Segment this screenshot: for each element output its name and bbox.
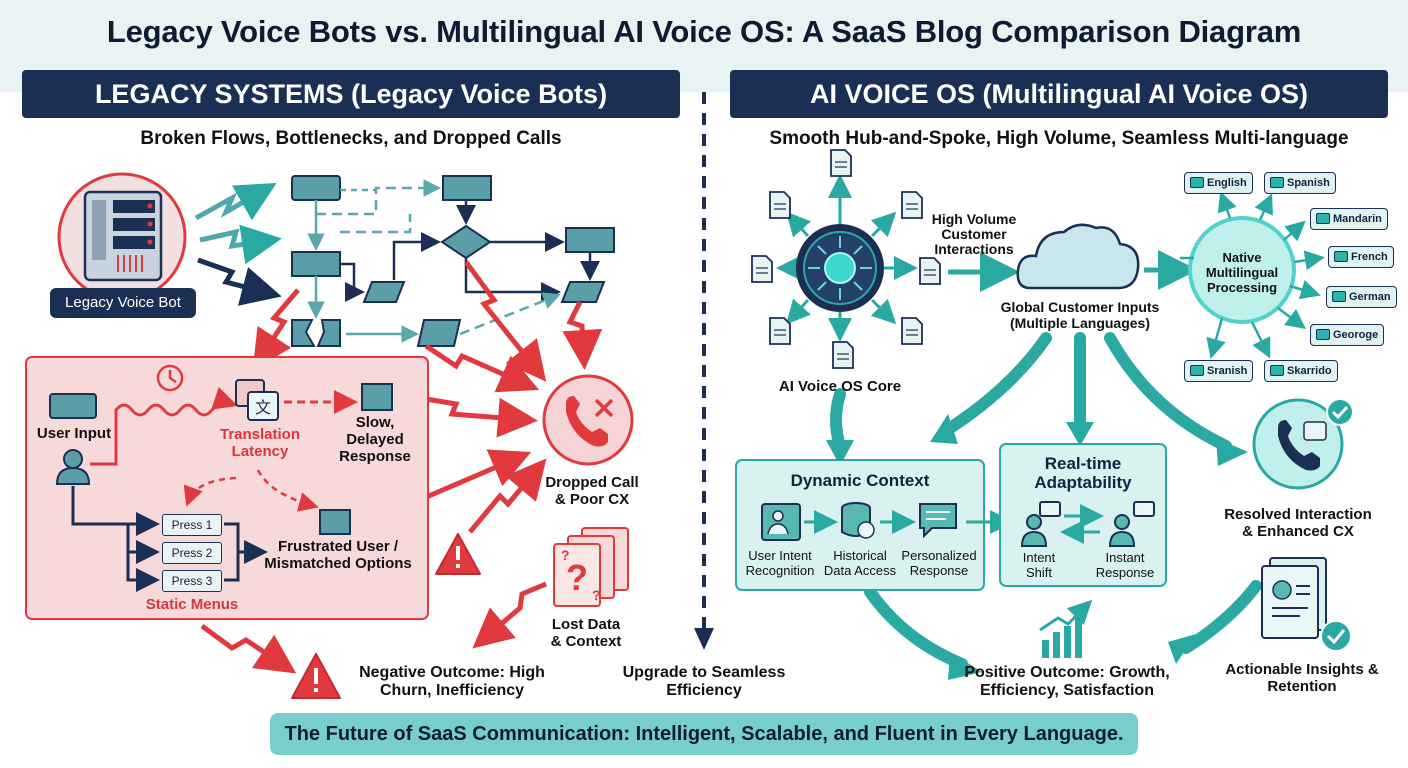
historical-data-label: Historical Data Access [823,548,897,578]
flow-box [291,175,341,201]
resolved-interaction-label: Resolved Interaction & Enhanced CX [1224,506,1372,540]
legacy-bot-badge: Legacy Voice Bot [50,288,196,318]
slow-response-label: Slow, Delayed Response [339,414,411,465]
svg-text:文: 文 [255,398,271,417]
broken-box [316,319,341,347]
press-2-option[interactable]: Press 2 [162,542,222,564]
realtime-title: Real-time Adaptability [1034,454,1132,492]
insights-report-icon [1261,557,1352,652]
lang-georoge: Georoge [1310,324,1385,346]
frustrated-box [319,509,351,535]
translation-latency-label: Translation Latency [219,426,301,460]
high-volume-label: High Volume Customer Interactions [931,211,1017,257]
ai-core-label: AI Voice OS Core [778,378,902,395]
press-1-option[interactable]: Press 1 [162,514,222,536]
exchange-arrows [1060,504,1104,544]
flowchart-connectors [307,179,600,343]
lang-mandarin: Mandarin [1310,208,1388,230]
right-panel-header: AI VOICE OS (Multilingual AI Voice OS) [730,70,1388,118]
svg-text:?: ? [592,587,601,603]
database-icon [841,502,875,539]
teal-arrowheads [826,414,1248,680]
lang-sranish: Sranish [1184,360,1254,382]
menu-branch-lines [71,486,268,592]
lang-german: German [1326,286,1397,308]
lang-french: French [1328,246,1394,268]
document-icon [751,149,941,369]
intent-shift-icon [1020,501,1061,547]
translation-icon: 文 [235,379,279,421]
right-subtitle: Smooth Hub-and-Spoke, High Volume, Seaml… [769,128,1349,149]
language-spokes [1180,191,1325,359]
warning-icon [291,653,341,699]
footer-banner: The Future of SaaS Communication: Intell… [270,713,1138,755]
zigzag-arrow [194,183,282,306]
ai-core-icon [796,224,884,312]
flow-box [291,251,341,277]
latency-wave [90,386,238,466]
lost-data-icon: ? ? ? [553,527,629,607]
flow-parallelogram [560,281,606,303]
lang-spanish: Spanish [1264,172,1336,194]
lang-english: English [1184,172,1253,194]
positive-outcome-label: Positive Outcome: Growth, Efficiency, Sa… [964,664,1170,699]
document-lines [756,161,936,360]
instant-response-icon [1108,501,1155,547]
flow-box [565,227,615,253]
legacy-server-icon [57,172,187,302]
resolved-call-icon [1252,398,1354,490]
press-3-option[interactable]: Press 3 [162,570,222,592]
hub-spokes [776,174,918,342]
dropped-call-label: Dropped Call & Poor CX [545,474,639,508]
instant-response-label: Instant Response [1095,550,1155,580]
dashed-loop-arrow [183,476,237,507]
broken-box [291,319,316,347]
clock-icon [156,364,184,392]
left-subtitle: Broken Flows, Bottlenecks, and Dropped C… [140,128,562,149]
warning-icon [435,533,481,575]
svg-text:?: ? [566,557,588,598]
dropped-call-icon [542,374,634,466]
negative-outcome-label: Negative Outcome: High Churn, Inefficien… [359,664,545,699]
divider-arrowhead [694,628,714,650]
native-processing-label: Native Multilingual Processing [1205,250,1279,295]
cloud-icon [1016,223,1140,290]
lost-data-label: Lost Data & Context [550,616,622,650]
growth-chart-icon [1039,599,1093,658]
global-inputs-label: Global Customer Inputs (Multiple Languag… [1000,299,1160,331]
flowchart-nodes [291,175,615,347]
user-input-box [49,393,97,419]
intent-recognition-icon [761,503,801,541]
flow-diamond [440,224,492,260]
page-title: Legacy Voice Bots vs. Multilingual AI Vo… [106,14,1302,49]
left-panel-header: LEGACY SYSTEMS (Legacy Voice Bots) [22,70,680,118]
flow-parallelogram [416,319,462,347]
flow-box [442,175,492,201]
personalized-response-label: Personalized Response [901,548,977,578]
flow-parallelogram [362,281,406,303]
intent-shift-label: Intent Shift [1022,550,1056,580]
slow-response-box [361,383,393,411]
red-failure-arrows [200,260,603,674]
dynamic-context-title: Dynamic Context [790,471,930,490]
user-input-label: User Input [36,425,112,442]
lang-skarrido: Skarrido [1264,360,1338,382]
user-icon [55,449,91,485]
native-processing-node [1188,216,1296,324]
dashed-loop-arrow [256,469,319,512]
chat-bubble-icon [919,503,957,539]
insights-label: Actionable Insights & Retention [1225,661,1379,695]
intent-recognition-label: User Intent Recognition [745,548,815,578]
static-menus-label: Static Menus [145,596,239,613]
svg-text:?: ? [561,547,570,563]
upgrade-label: Upgrade to Seamless Efficiency [622,664,786,699]
frustrated-user-label: Frustrated User / Mismatched Options [264,538,412,572]
